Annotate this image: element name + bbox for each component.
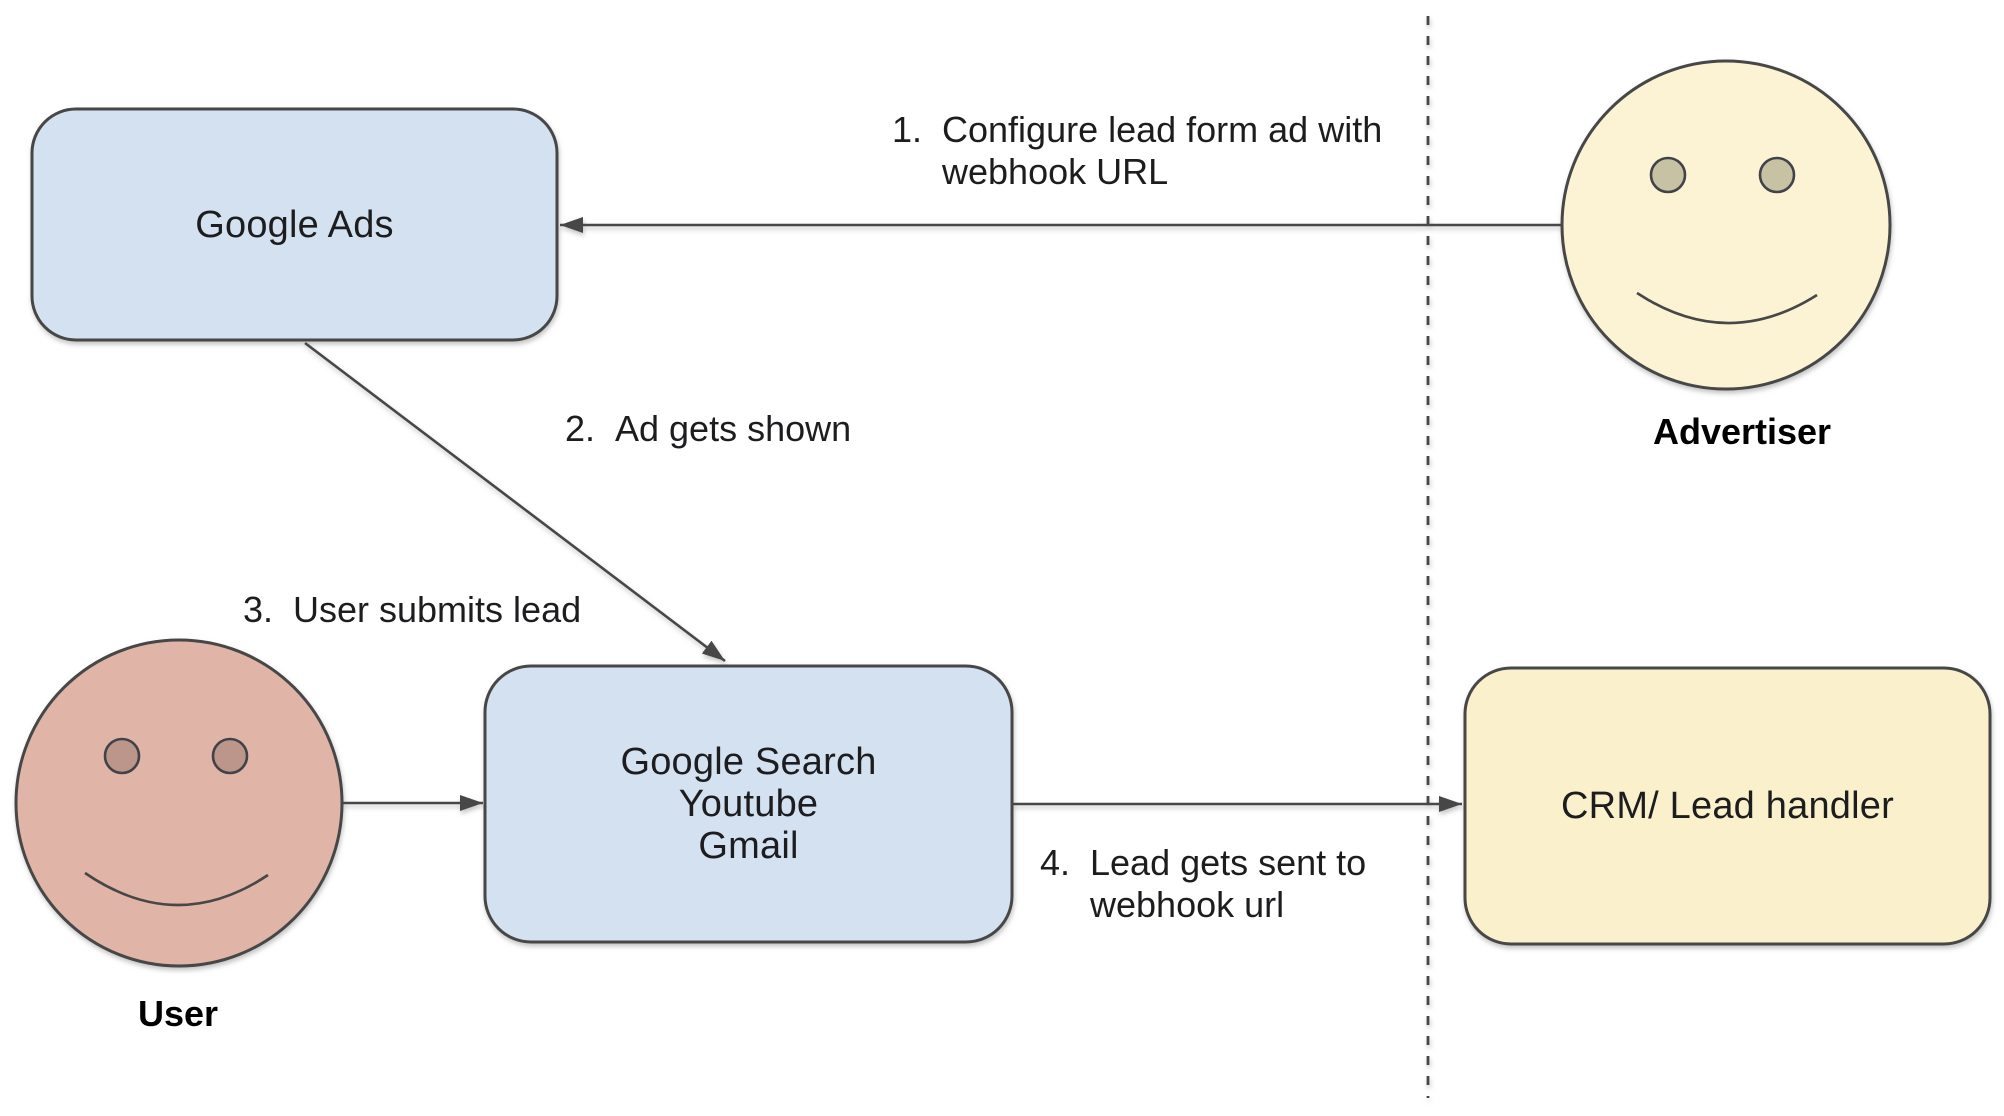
step1-line1: Configure lead form ad with [942, 109, 1383, 150]
user-right-eye [211, 737, 249, 775]
user-head [14, 638, 344, 968]
step4-line1: Lead gets sent to [1090, 842, 1367, 883]
advertiser-left-eye [1649, 156, 1687, 194]
user-left-eye [103, 737, 141, 775]
step3-label: 3. User submits lead [243, 589, 581, 631]
step1-number: 1. [892, 109, 923, 150]
step3-line1: User submits lead [293, 589, 582, 630]
step2-line1: Ad gets shown [615, 408, 852, 449]
user-smile [84, 871, 269, 907]
step3-number: 3. [243, 589, 274, 630]
user-label: User [137, 993, 219, 1034]
step4-label: 4. Lead gets sent to webhook url [1040, 842, 1366, 926]
step2-label: 2. Ad gets shown [565, 408, 851, 450]
step2-number: 2. [565, 408, 596, 449]
arrow-ad-gets-shown [304, 341, 726, 663]
step1-label: 1. Configure lead form ad with webhook U… [892, 109, 1382, 193]
advertiser-right-eye [1758, 156, 1796, 194]
step4-number: 4. [1040, 842, 1071, 883]
google-ads-node [30, 107, 559, 342]
advertiser-head [1560, 59, 1892, 391]
crm-lead-handler-node [1463, 666, 1992, 946]
step1-line2: webhook URL [942, 151, 1169, 192]
advertiser-label: Advertiser [1652, 411, 1832, 452]
advertiser-smile [1636, 291, 1818, 325]
google-platforms-node [483, 664, 1014, 944]
step4-line2: webhook url [1090, 884, 1285, 925]
advertiser-face [1560, 59, 1892, 391]
user-face [14, 638, 344, 968]
